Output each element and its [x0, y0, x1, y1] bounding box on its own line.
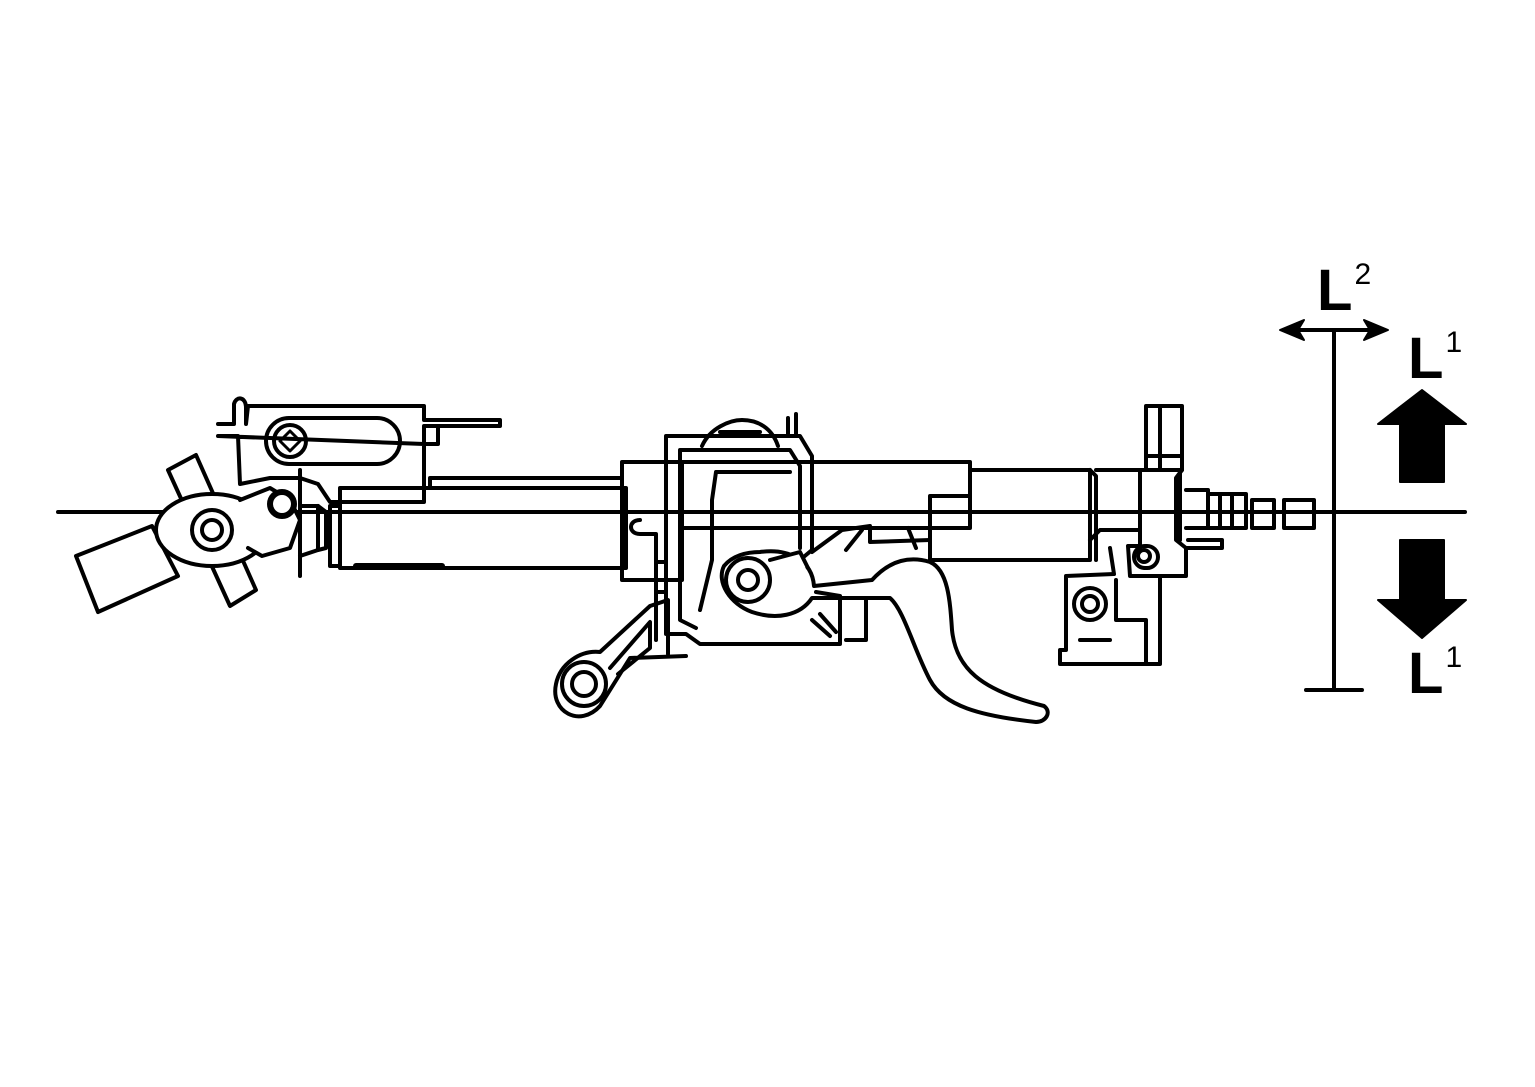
label-l2-sup: 2	[1354, 258, 1372, 291]
label-l2-main: L	[1317, 258, 1353, 323]
slot-bolt	[272, 423, 308, 459]
column-housing	[620, 460, 1142, 582]
reference-scale	[1279, 319, 1389, 692]
upper-left-bracket	[216, 396, 502, 504]
universal-joint	[74, 453, 302, 614]
up-arrow-icon	[1377, 389, 1467, 483]
joint-bolt	[267, 489, 297, 519]
right-end-assembly	[1058, 404, 1316, 666]
tilt-lever	[553, 518, 688, 719]
label-l1-top-main: L	[1408, 326, 1444, 391]
joint-pin-inner	[200, 518, 224, 542]
end-cap-2	[1282, 498, 1316, 530]
label-l1-top-sup: 1	[1445, 326, 1463, 359]
end-spline	[1206, 492, 1248, 530]
right-arrowhead-icon	[1363, 319, 1389, 341]
label-l1-top: L1	[1408, 328, 1462, 388]
slot-hole	[264, 416, 402, 466]
release-lever	[719, 549, 1050, 724]
lower-shaft	[298, 468, 628, 578]
label-l1-bottom-sup: 1	[1445, 641, 1463, 674]
joint-yoke	[74, 524, 180, 614]
end-cap-1	[1250, 498, 1276, 530]
label-l1-bottom: L1	[1408, 643, 1462, 703]
shaft-tube	[338, 486, 628, 570]
left-arrowhead-icon	[1279, 319, 1305, 341]
label-l1-bottom-main: L	[1408, 641, 1444, 706]
down-arrow-icon	[1377, 539, 1467, 639]
label-l2: L2	[1317, 260, 1371, 320]
